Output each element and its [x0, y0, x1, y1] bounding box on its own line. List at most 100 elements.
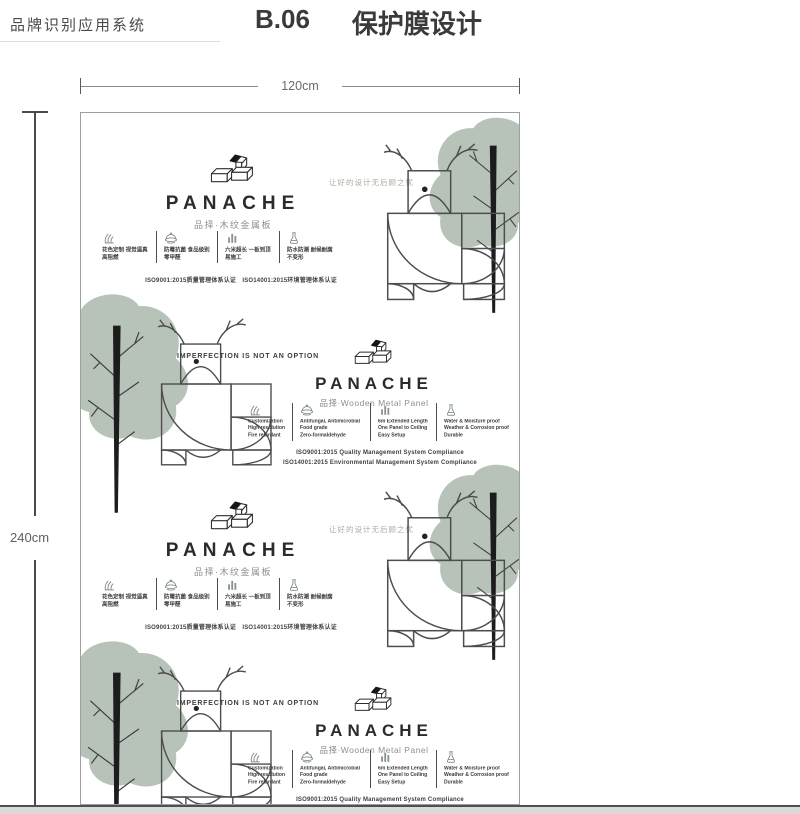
panache-logo-en: PANACHE 品择·Wooden Metal Panel: [294, 682, 454, 756]
feature-item: 防水防潮 耐候耐腐 不变形: [279, 577, 341, 610]
feature-text: Water & Moisture proof: [443, 419, 500, 425]
customization-flame-icon: [102, 231, 116, 245]
protective-film-poster: PANACHE 品择·木纹金属板 让好的设计无后顾之忧 花色定制 视觉逼真 高阻…: [80, 112, 520, 805]
brand-name: PANACHE: [315, 720, 433, 740]
feature-text: 六米超长 一板到顶: [225, 247, 272, 254]
waterproof-flask-icon: [287, 578, 301, 592]
poster-half: PANACHE 品择·木纹金属板 让好的设计无后顾之忧 花色定制 视觉逼真 高阻…: [81, 113, 519, 460]
feature-text: Durable: [443, 432, 463, 439]
iso-line: ISO9001:2015 Quality Management System C…: [296, 796, 464, 803]
iso-line: ISO9001:2015 Quality Management System C…: [296, 450, 464, 456]
customization-flame-icon: [248, 403, 262, 417]
header-divider: [0, 41, 220, 42]
waterproof-flask-icon: [444, 403, 458, 417]
tagline-cn: 让好的设计无后顾之忧: [329, 524, 414, 534]
customization-flame-icon: [102, 578, 116, 592]
feature-text: Durable: [443, 779, 463, 785]
height-dim-line-lower: [34, 560, 36, 806]
sheet-bottom-edge: [0, 805, 800, 807]
feature-text: High resolution: [248, 425, 286, 432]
feature-item: Customization High resolution Fire retar…: [241, 403, 292, 441]
feature-item: Customization High resolution Fire retar…: [241, 750, 292, 788]
brand-subtitle-cn: 品择·木纹金属板: [194, 220, 272, 230]
tagline-cn: 让好的设计无后顾之忧: [329, 178, 414, 187]
length-bars-icon: [225, 231, 239, 245]
feature-text: Easy Setup: [377, 779, 405, 785]
width-dim-tick-left: [80, 78, 81, 94]
system-title: 品牌识别应用系统: [10, 17, 147, 34]
feature-text: 高阻燃: [102, 255, 119, 261]
feature-text: 花色定制 视觉逼真: [102, 594, 148, 600]
feature-text: One Panel to Ceiling: [377, 425, 427, 432]
iso-certification-en: ISO9001:2015 Quality Management System C…: [247, 449, 513, 468]
width-dim-line-right: [341, 86, 519, 87]
feature-text: 防霉抗菌 食品级别: [163, 594, 210, 600]
waterproof-flask-icon: [444, 750, 458, 764]
feature-text: Fire retardant: [248, 432, 281, 439]
section-code: B.06: [255, 4, 310, 34]
width-dim-label: 120cm: [258, 79, 342, 93]
feature-text: Weather & Corrosion proof: [443, 772, 509, 778]
feature-text: Antifungal, Antimicrobial: [300, 765, 361, 772]
feature-item: Antifungal, Antimicrobial Food grade Zer…: [292, 403, 369, 442]
feature-text: 防霉抗菌 食品级别: [163, 247, 210, 254]
feature-text: 易施工: [225, 255, 242, 261]
iso-certification-cn: ISO9001:2015质量管理体系认证 ISO14001:2015环境管理体系…: [145, 624, 337, 631]
feature-text: Weather & Corrosion proof: [443, 425, 509, 432]
feature-item: Water & Moisture proof Weather & Corrosi…: [435, 749, 519, 788]
geometric-deer-illustration: [359, 143, 509, 305]
feature-text: Food grade: [300, 425, 328, 432]
feature-item: 六米超长 一板到顶 易施工: [217, 231, 279, 264]
panache-logo-cn: PANACHE 品择·木纹金属板: [143, 149, 323, 231]
feature-text: 6m Extended Length: [377, 765, 428, 772]
feature-text: 防水防潮 耐候耐腐: [287, 247, 333, 254]
feature-item: 花色定制 视觉逼真 高阻燃: [95, 578, 156, 610]
feature-list-cn: 花色定制 视觉逼真 高阻燃 防霉抗菌 食品级别 零甲醛 六米超长 一板到顶 易施…: [95, 577, 341, 610]
customization-flame-icon: [248, 750, 262, 764]
food-grade-dome-icon: [164, 231, 178, 245]
geometric-deer-illustration: [359, 490, 509, 652]
panache-logo-en: PANACHE 品择·Wooden Metal Panel: [294, 335, 454, 409]
height-dim-line-upper: [34, 112, 36, 516]
width-dim-tick-right: [519, 78, 520, 94]
feature-text: Antifungal, Antimicrobial: [300, 419, 361, 425]
length-bars-icon: [225, 578, 239, 592]
poster-half: PANACHE 品择·木纹金属板 让好的设计无后顾之忧 花色定制 视觉逼真 高阻…: [81, 460, 519, 806]
feature-text: 易施工: [225, 601, 242, 608]
brand-subtitle-cn: 品择·木纹金属板: [194, 566, 272, 577]
length-bars-icon: [378, 750, 392, 764]
feature-list-en: Customization High resolution Fire retar…: [241, 749, 513, 788]
brand-subtitle-en: 品择·Wooden Metal Panel: [319, 744, 429, 755]
food-grade-dome-icon: [164, 578, 178, 592]
feature-text: One Panel to Ceiling: [377, 772, 427, 778]
width-dim-line-left: [81, 86, 259, 87]
cubes-logo-icon: [354, 335, 394, 368]
feature-text: Food grade: [300, 772, 328, 778]
cubes-logo-icon: [354, 682, 394, 715]
height-dim-label: 240cm: [10, 530, 50, 545]
feature-text: Customization: [248, 419, 283, 425]
feature-text: 不变形: [287, 601, 304, 608]
feature-item: 防霉抗菌 食品级别 零甲醛: [155, 231, 218, 264]
feature-item: 6m Extended Length One Panel to Ceiling …: [369, 749, 436, 788]
brand-name: PANACHE: [165, 193, 301, 214]
brand-name: PANACHE: [165, 539, 301, 561]
feature-list-en: Customization High resolution Fire retar…: [241, 403, 513, 442]
feature-text: 六米超长 一板到顶: [225, 594, 272, 600]
geometric-deer-illustration: [116, 318, 294, 470]
length-bars-icon: [378, 403, 392, 417]
food-grade-dome-icon: [300, 403, 314, 417]
iso-certification-cn: ISO9001:2015质量管理体系认证 ISO14001:2015环境管理体系…: [145, 278, 337, 284]
cubes-logo-icon: [210, 496, 256, 534]
food-grade-dome-icon: [300, 750, 314, 764]
sheet-bottom-shadow: [0, 807, 800, 814]
waterproof-flask-icon: [287, 231, 301, 245]
feature-text: 6m Extended Length: [377, 419, 428, 425]
page-title: B.06 保护膜设计: [255, 4, 482, 41]
brand-name: PANACHE: [315, 374, 433, 393]
tagline-en: IMPERFECTION IS NOT AN OPTION: [177, 699, 319, 707]
iso-certification-en: ISO9001:2015 Quality Management System C…: [247, 796, 513, 805]
section-title: 保护膜设计: [351, 9, 482, 39]
feature-text: 不变形: [287, 255, 304, 261]
feature-text: 高阻燃: [102, 601, 119, 608]
